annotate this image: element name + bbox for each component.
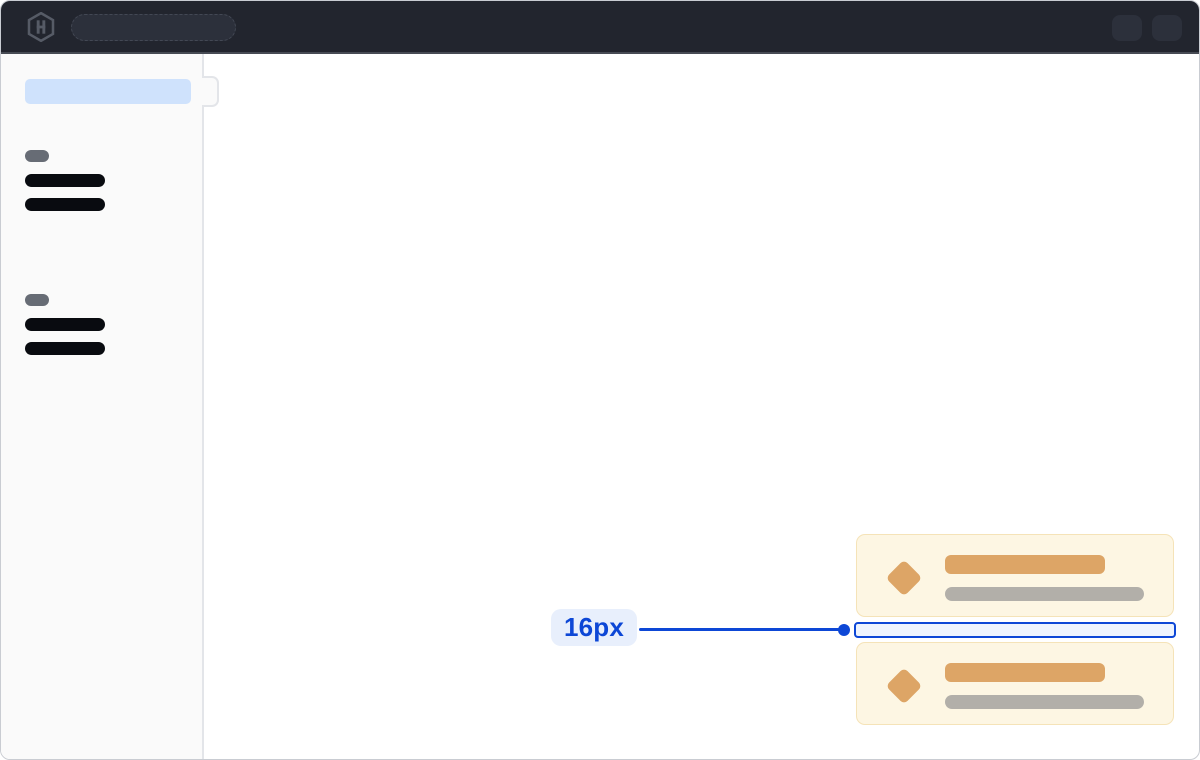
diamond-icon xyxy=(885,667,923,705)
measurement-leader-line xyxy=(639,628,841,631)
card[interactable] xyxy=(856,642,1174,725)
sidebar-active-item-skeleton[interactable] xyxy=(25,79,191,104)
top-navigation-bar xyxy=(1,1,1199,54)
card-subtitle-skeleton xyxy=(945,695,1144,709)
sidebar-item-skeleton[interactable] xyxy=(25,174,105,187)
sidebar xyxy=(1,54,204,759)
sidebar-item-skeleton[interactable] xyxy=(25,198,105,211)
card-title-skeleton xyxy=(945,663,1105,682)
diamond-icon xyxy=(885,559,923,597)
sidebar-collapse-handle[interactable] xyxy=(202,76,219,107)
sidebar-section-label-skeleton xyxy=(25,150,49,162)
card-subtitle-skeleton xyxy=(945,587,1144,601)
search-input-skeleton[interactable] xyxy=(71,14,236,41)
topbar-button-skeleton[interactable] xyxy=(1152,15,1182,41)
card-title-skeleton xyxy=(945,555,1105,574)
topbar-button-skeleton[interactable] xyxy=(1112,15,1142,41)
card[interactable] xyxy=(856,534,1174,617)
sidebar-item-skeleton[interactable] xyxy=(25,318,105,331)
hashicorp-logo-icon[interactable] xyxy=(27,12,55,42)
measurement-dot xyxy=(838,624,850,636)
sidebar-item-skeleton[interactable] xyxy=(25,342,105,355)
spacing-gap-highlight xyxy=(854,622,1176,638)
measurement-label: 16px xyxy=(551,609,637,646)
sidebar-section-label-skeleton xyxy=(25,294,49,306)
